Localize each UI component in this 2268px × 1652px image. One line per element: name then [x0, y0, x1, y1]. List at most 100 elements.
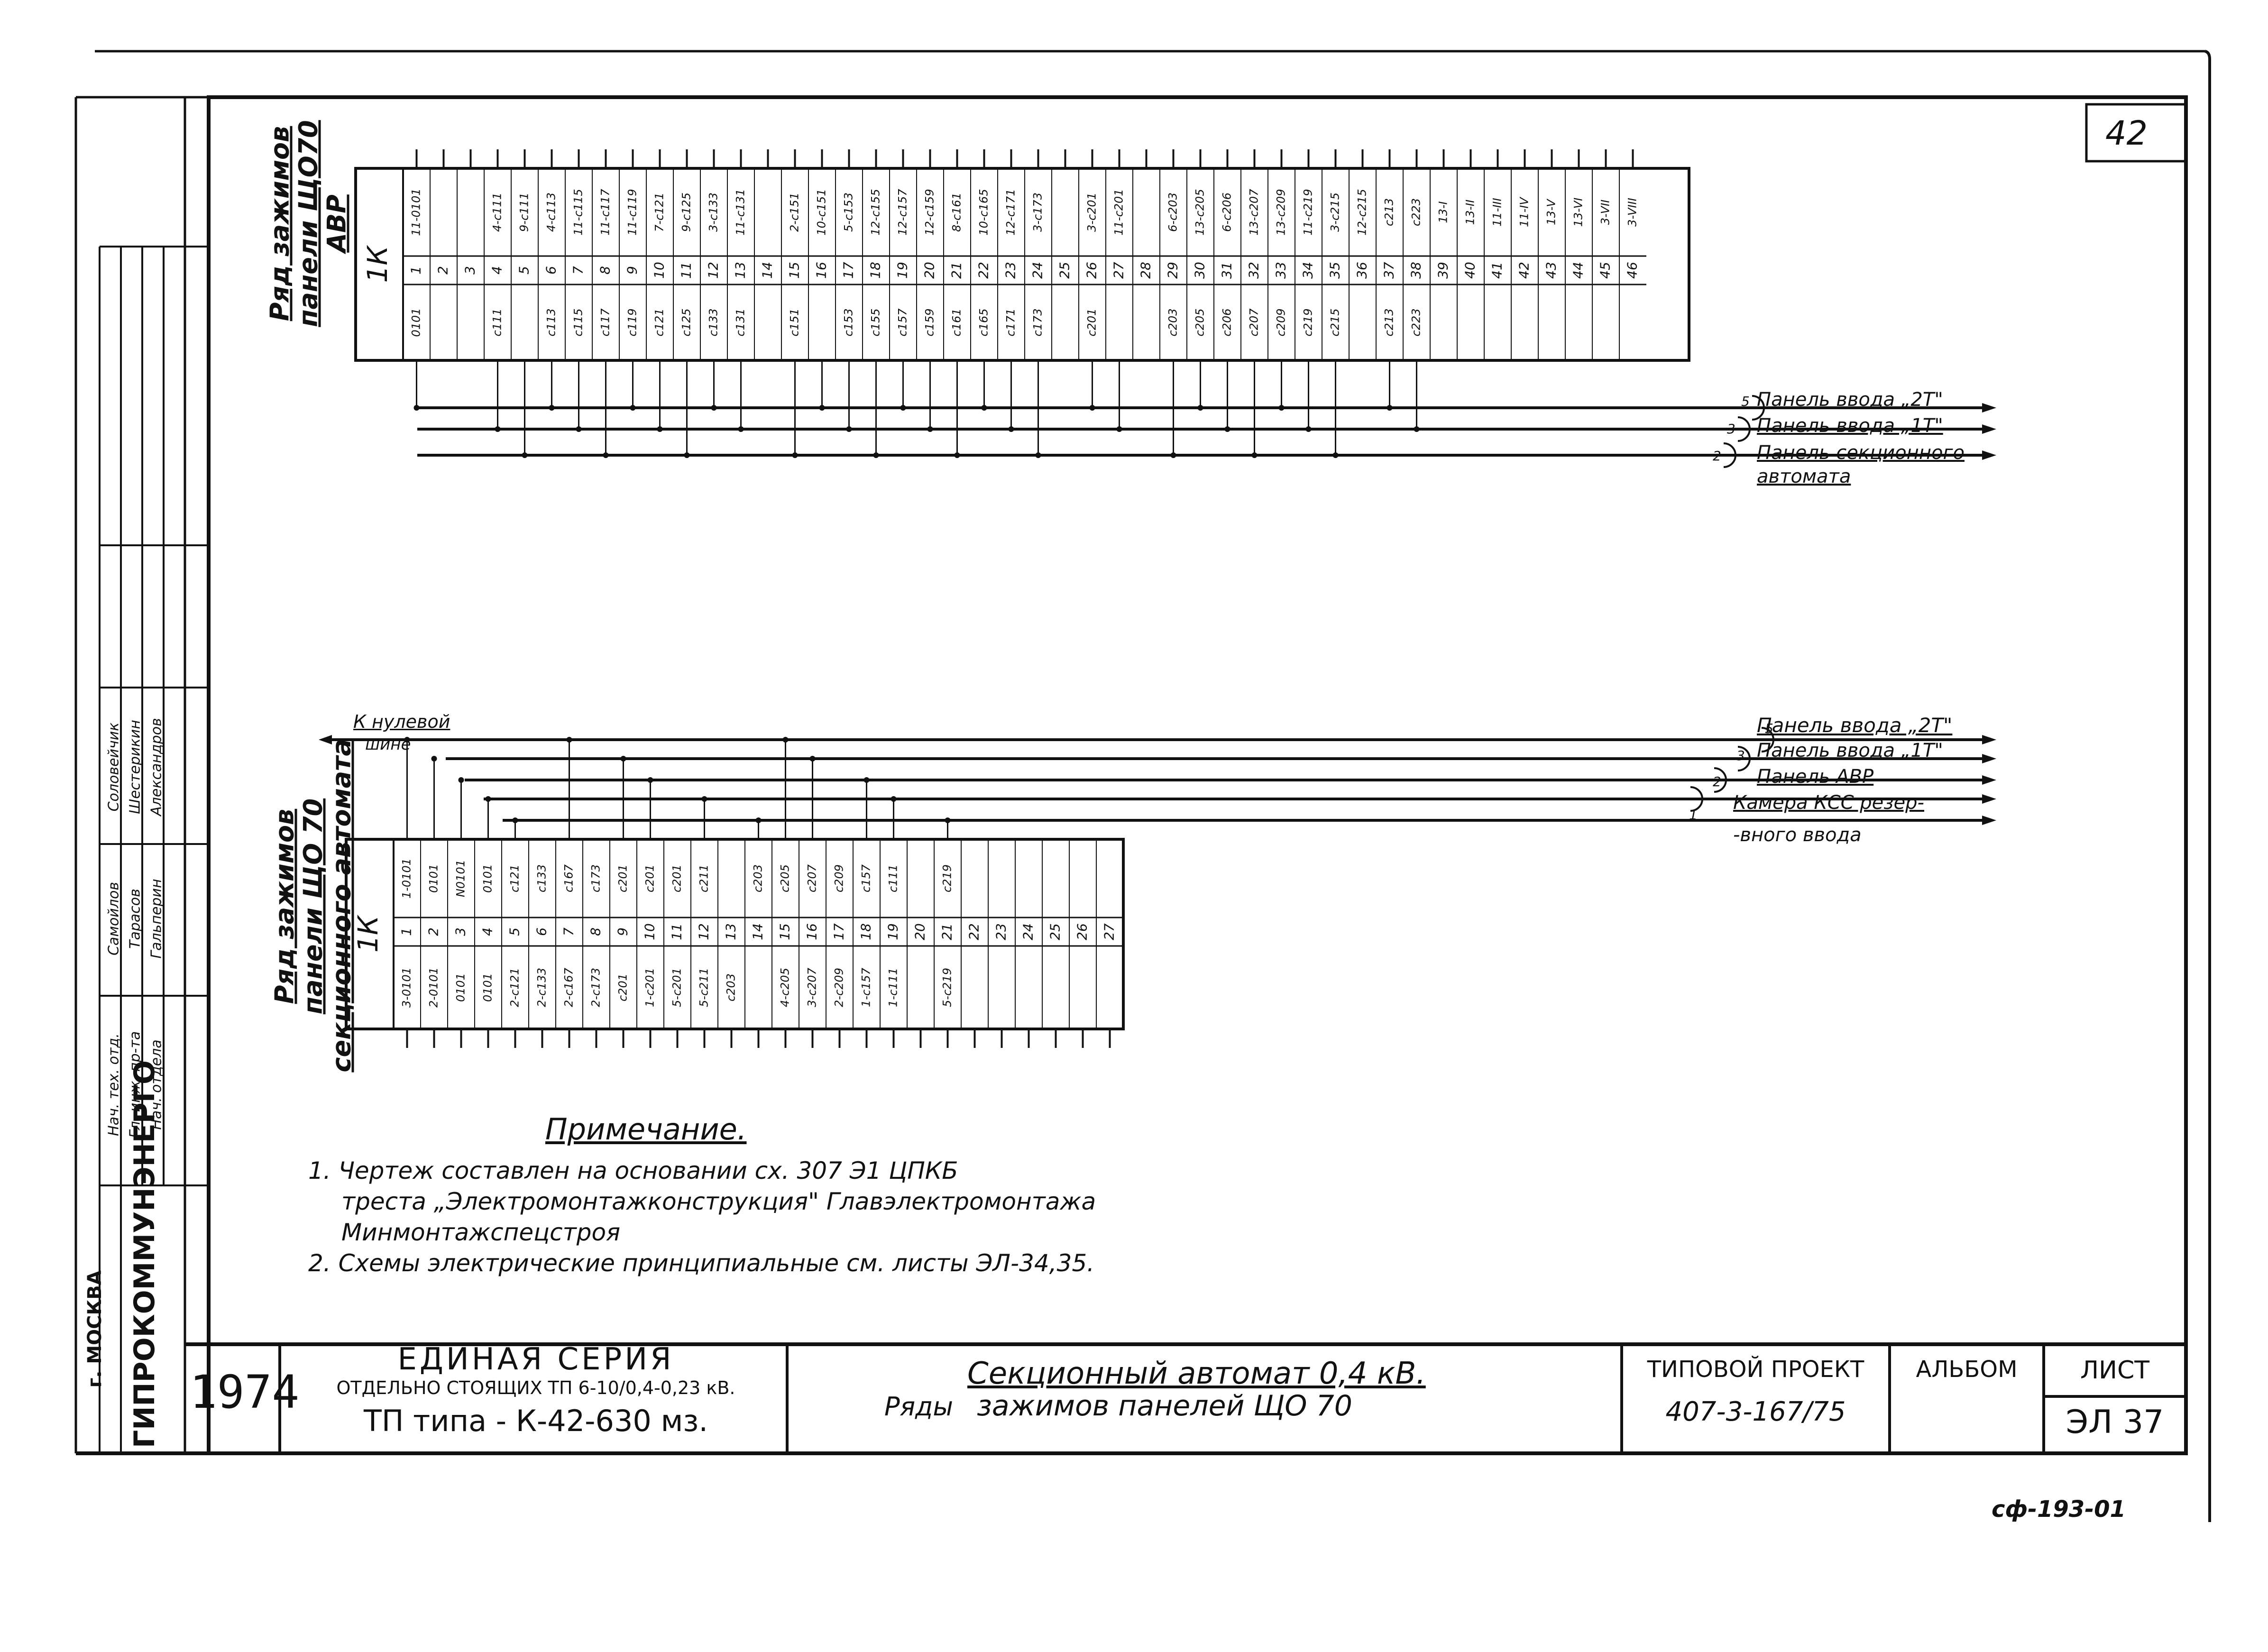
terminal-right-label: 4-с113 — [545, 193, 558, 232]
terminal-left-label: с209 — [1275, 308, 1288, 336]
top-junction-dot — [1278, 405, 1285, 411]
terminal-number: 13 — [733, 262, 748, 279]
top-junction-dot — [1197, 405, 1203, 411]
top-connector-icon — [1737, 416, 1751, 442]
top-junction-dot — [413, 405, 420, 411]
top-junction-dot — [1332, 452, 1339, 458]
bottom-connector-icon — [1690, 786, 1703, 812]
k-neutral-label: К нулевой — [353, 711, 450, 732]
terminal-header: 1К — [361, 245, 394, 283]
bottom-terminal-strip: 1К1-010113-0101010122-0101N0101301010101… — [345, 838, 1125, 1048]
terminal-right-label: 12-с155 — [869, 189, 882, 235]
terminal-number: 9 — [624, 266, 640, 275]
top-junction-dot — [657, 426, 663, 432]
terminal-right-label: 9-с125 — [680, 193, 693, 232]
terminal-number: 30 — [1192, 262, 1208, 279]
terminal-left-label: с213 — [1383, 308, 1396, 336]
terminal-left-label: 2-с209 — [833, 968, 846, 1007]
terminal-left-label: с207 — [1248, 308, 1261, 337]
top-junction-dot — [603, 452, 609, 458]
bottom-junction-dot — [566, 737, 572, 743]
terminal-left-label: 3-0101 — [400, 967, 413, 1008]
drawing-title-prefix: Ряды — [884, 1392, 954, 1422]
terminal-right-label: с201 — [616, 864, 630, 892]
terminal-right-label: 11-с219 — [1302, 189, 1315, 235]
terminal-number: 17 — [831, 923, 847, 940]
sign-signature-1: Самойлов — [105, 881, 122, 956]
terminal-left-label: с223 — [1410, 308, 1423, 336]
top-junction-dot — [576, 426, 582, 432]
terminal-number: 12 — [706, 262, 721, 279]
top-junction-dot — [1170, 452, 1176, 458]
terminal-right-label: 3-VIII — [1626, 198, 1639, 227]
terminal-number: 14 — [750, 923, 766, 940]
top-junction-dot — [1116, 426, 1122, 432]
bottom-block-title-3: секционного автомата — [326, 739, 357, 1073]
bottom-junction-dot — [782, 737, 789, 743]
terminal-right-label: с111 — [887, 864, 900, 892]
terminal-left-label: с205 — [1194, 308, 1207, 336]
bottom-bus-arrow — [1982, 816, 1996, 825]
terminal-right-label: 9-с111 — [518, 193, 531, 232]
terminal-left-label: 2-с173 — [589, 968, 603, 1007]
terminal-left-label: 0101 — [481, 973, 495, 1002]
terminal-left-label: 5-с201 — [670, 968, 684, 1007]
album-label: АЛЬБОМ — [1916, 1356, 2018, 1383]
terminal-right-label: 13-I — [1437, 201, 1450, 223]
top-dest-label-3: Панель секционного автомата — [1757, 442, 1965, 487]
bottom-bus-arrow — [1982, 775, 1996, 785]
note-1-line-2: треста „Электромонтажконструкция" Главэл… — [341, 1188, 1096, 1215]
bottom-wiring — [319, 727, 1996, 839]
top-junction-dot — [981, 405, 987, 411]
typical-project-label: ТИПОВОЙ ПРОЕКТ — [1647, 1356, 1864, 1383]
terminal-number: 2 — [426, 927, 441, 936]
top-junction-dot — [1224, 426, 1230, 432]
terminal-number: 4 — [480, 927, 496, 936]
terminal-number: 16 — [814, 262, 829, 279]
terminal-left-label: 2-0101 — [427, 967, 441, 1008]
terminal-number: 10 — [652, 262, 667, 279]
terminal-number: 37 — [1381, 262, 1397, 279]
terminal-left-label: с165 — [977, 308, 991, 336]
terminal-right-label: 11-с131 — [734, 189, 747, 235]
series-subtitle: ОТДЕЛЬНО СТОЯЩИХ ТП 6-10/0,4-0,23 кВ. — [336, 1377, 735, 1398]
terminal-left-label: с157 — [896, 308, 909, 337]
top-junction-dot — [684, 452, 690, 458]
top-junction-dot — [846, 426, 852, 432]
terminal-number: 41 — [1489, 262, 1505, 279]
top-bus-arrow — [1982, 424, 1996, 434]
bottom-bus-arrow — [1982, 735, 1996, 744]
terminal-left-label: с173 — [1031, 308, 1045, 336]
top-junction-dot — [522, 452, 528, 458]
terminal-number: 23 — [993, 923, 1009, 940]
terminal-number: 27 — [1102, 923, 1117, 940]
terminal-left-label: с203 — [725, 973, 738, 1001]
terminal-number: 20 — [922, 262, 937, 279]
terminal-number: 23 — [1003, 262, 1019, 279]
top-block-title-1: Ряд зажимов — [265, 126, 295, 321]
drawing-title-line-2: зажимов панелей ЩО 70 — [977, 1389, 1352, 1423]
terminal-number: 17 — [841, 262, 856, 279]
terminal-right-label: 13-с209 — [1275, 189, 1288, 235]
terminal-right-label: с133 — [535, 864, 549, 892]
k-neutral-label-2: шине — [365, 735, 411, 754]
terminal-left-label: с133 — [707, 308, 720, 336]
terminal-number: 25 — [1057, 262, 1073, 279]
terminal-number: 42 — [1516, 262, 1532, 279]
terminal-right-label: с121 — [508, 864, 522, 892]
terminal-number: 8 — [588, 927, 604, 936]
series-title: ЕДИНАЯ СЕРИЯ — [397, 1342, 674, 1377]
terminal-number: 27 — [1111, 262, 1127, 279]
terminal-right-label: с203 — [752, 864, 765, 892]
top-junction-dot — [792, 452, 798, 458]
terminal-number: 6 — [543, 266, 559, 275]
terminal-right-label: 3-с133 — [707, 193, 720, 232]
terminal-number: 33 — [1273, 262, 1289, 279]
bottom-connector-icon — [1737, 746, 1751, 771]
terminal-number: 13 — [723, 923, 739, 940]
terminal-number: 36 — [1354, 262, 1370, 279]
terminal-right-label: 5-с153 — [842, 193, 855, 232]
terminal-number: 18 — [868, 262, 883, 279]
stamp-code: сф-193-01 — [1992, 1496, 2126, 1523]
terminal-left-label: с125 — [680, 308, 693, 336]
